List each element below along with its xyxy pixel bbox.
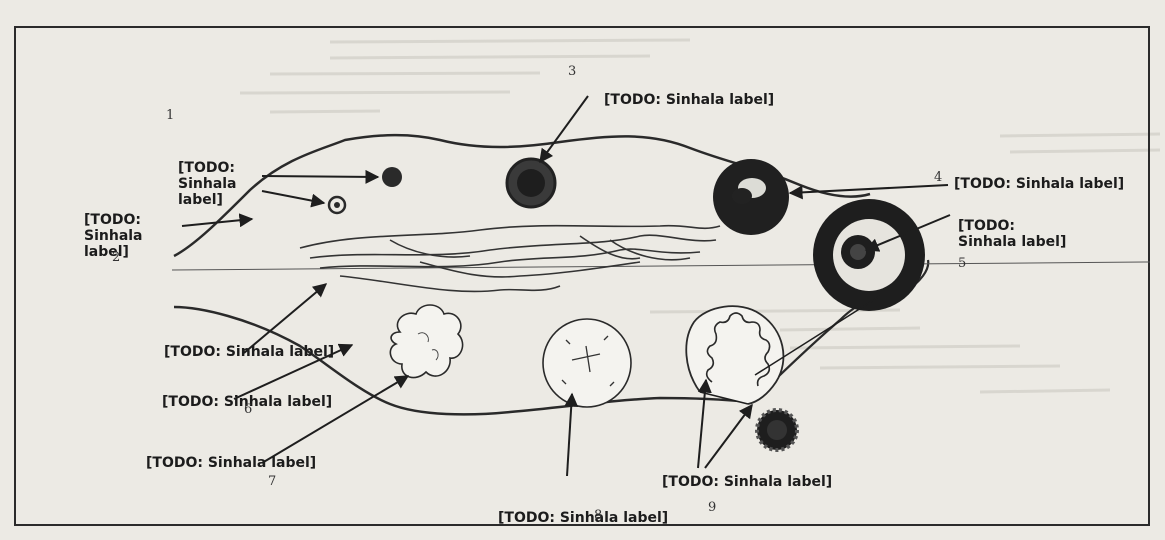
corpus-luteum bbox=[543, 319, 631, 407]
label-primary-follicle: [TODO: Sinhala label] bbox=[604, 92, 774, 108]
arrow-ruptured-follicle-2 bbox=[705, 405, 752, 468]
number-7: 7 bbox=[268, 474, 276, 489]
label-ruptured-follicle: [TODO: Sinhala label] bbox=[662, 474, 832, 490]
label-secondary-oocyte: [TODO: Sinhala label] bbox=[958, 218, 1068, 250]
number-8: 8 bbox=[594, 508, 602, 523]
number-9: 9 bbox=[708, 500, 716, 515]
label-corpus-luteum: [TODO: Sinhala label] bbox=[498, 510, 668, 526]
label-primordial-follicle: [TODO: Sinhala label] bbox=[178, 160, 256, 208]
primordial-follicle-2-nucleus bbox=[334, 202, 340, 208]
number-4: 4 bbox=[934, 170, 942, 185]
number-1: 1 bbox=[166, 108, 174, 123]
number-3: 3 bbox=[568, 64, 576, 79]
arrow-primordial-1 bbox=[262, 176, 378, 177]
arrow-primordial-2 bbox=[262, 191, 324, 203]
number-5: 5 bbox=[958, 256, 966, 271]
arrow-medulla bbox=[244, 284, 326, 353]
horizontal-divider bbox=[172, 262, 1150, 270]
label-medulla: [TODO: Sinhala label] bbox=[164, 344, 334, 360]
medulla-lines bbox=[300, 226, 720, 292]
arrow-germinal-epithelium bbox=[182, 219, 252, 226]
label-corpus-albicans: [TODO: Sinhala label] bbox=[146, 455, 316, 471]
arrow-corpus-albicans bbox=[262, 376, 408, 463]
label-graafian-follicle: [TODO: Sinhala label] bbox=[954, 176, 1124, 192]
label-germinal-epithelium: [TODO: Sinhala label] bbox=[84, 212, 176, 260]
number-2: 2 bbox=[112, 250, 120, 265]
primordial-follicle-1 bbox=[382, 167, 402, 187]
number-6: 6 bbox=[244, 402, 252, 417]
corpus-albicans bbox=[390, 305, 462, 378]
ruptured-follicle bbox=[686, 306, 783, 404]
arrow-primary-follicle bbox=[540, 96, 588, 162]
